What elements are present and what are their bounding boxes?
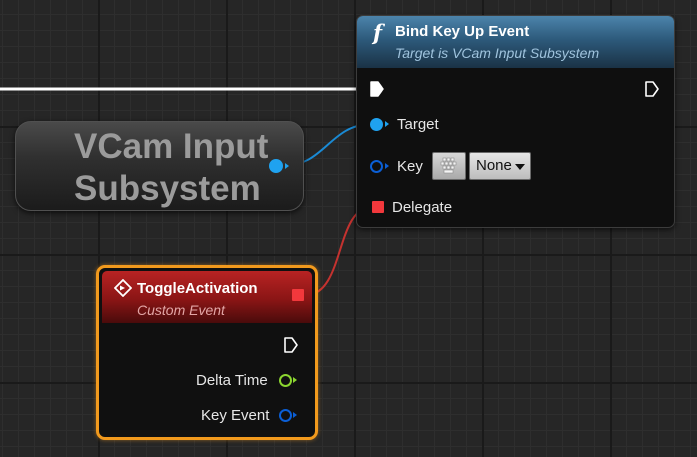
event-delegate-out-pin-icon[interactable] [292,289,304,301]
key-select-value: None [476,157,512,174]
delta-time-pin-label: Delta Time [196,372,268,389]
pin-arrow-icon [293,412,297,418]
key-pin-icon[interactable] [370,160,383,173]
node-title-line: VCam Input [74,127,269,166]
exec-in-pin-icon[interactable] [370,81,384,97]
delta-time-pin-icon[interactable] [279,374,292,387]
node-header[interactable]: ToggleActivation Custom Event [102,271,312,323]
bind-key-up-event-node[interactable]: f Bind Key Up Event Target is VCam Input… [356,15,675,228]
pin-arrow-icon [385,163,389,169]
key-pin-label: Key [397,158,423,175]
node-subtitle: Custom Event [137,302,225,318]
subsystem-output-pin-icon[interactable] [269,159,283,173]
exec-out-pin-icon[interactable] [645,81,659,97]
target-pin-icon[interactable] [370,118,383,131]
node-title: ToggleActivation [137,280,258,297]
caret-down-icon [515,164,525,170]
key-select-dropdown[interactable]: None [469,152,531,180]
node-title-line: Subsystem [74,169,261,208]
target-pin-label: Target [397,116,439,133]
delegate-pin-label: Delegate [392,199,453,216]
exec-out-pin-icon[interactable] [284,337,298,353]
pin-arrow-icon [293,377,297,383]
node-subtitle: Target is VCam Input Subsystem [395,45,600,61]
key-picker-button[interactable] [432,152,466,180]
node-header[interactable]: f Bind Key Up Event Target is VCam Input… [357,16,674,68]
event-diamond-icon [114,279,132,297]
function-icon: f [373,20,383,45]
vcam-input-subsystem-node[interactable]: VCam Input Subsystem [15,121,304,211]
key-event-pin-icon[interactable] [279,409,292,422]
keyboard-icon [440,157,457,174]
node-title: VCam Input Subsystem [74,126,268,210]
node-title: Bind Key Up Event [395,23,530,40]
pin-arrow-icon [385,121,389,127]
delegate-pin-icon[interactable] [372,201,384,213]
key-event-pin-label: Key Event [201,407,270,424]
pin-arrow-icon [285,163,289,169]
